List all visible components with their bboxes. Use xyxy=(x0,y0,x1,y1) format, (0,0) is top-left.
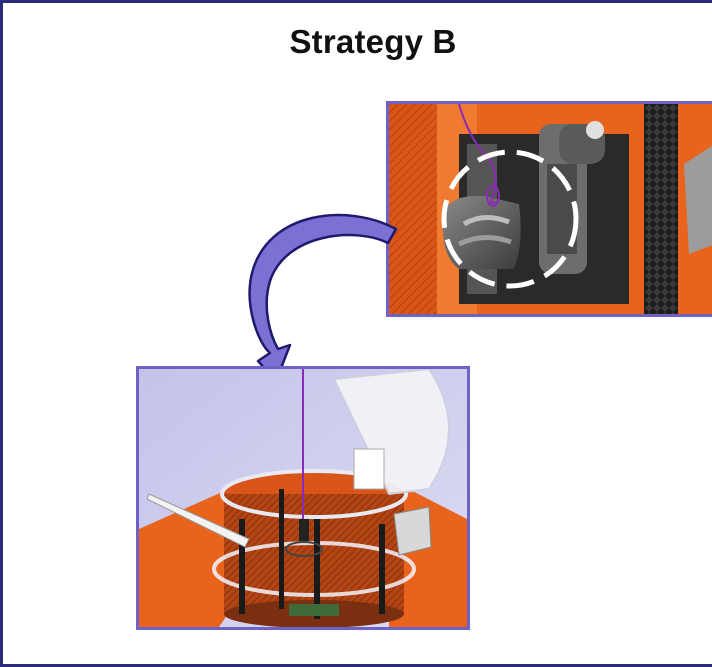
slide-title: Strategy B xyxy=(289,23,457,60)
zoomed-detail-render xyxy=(389,104,712,314)
main-assembly-render xyxy=(139,369,467,627)
curved-arrow-icon xyxy=(248,213,398,383)
zoomed-detail-image xyxy=(386,101,712,317)
main-assembly-image xyxy=(136,366,470,630)
dashed-circle-highlight xyxy=(441,149,579,289)
